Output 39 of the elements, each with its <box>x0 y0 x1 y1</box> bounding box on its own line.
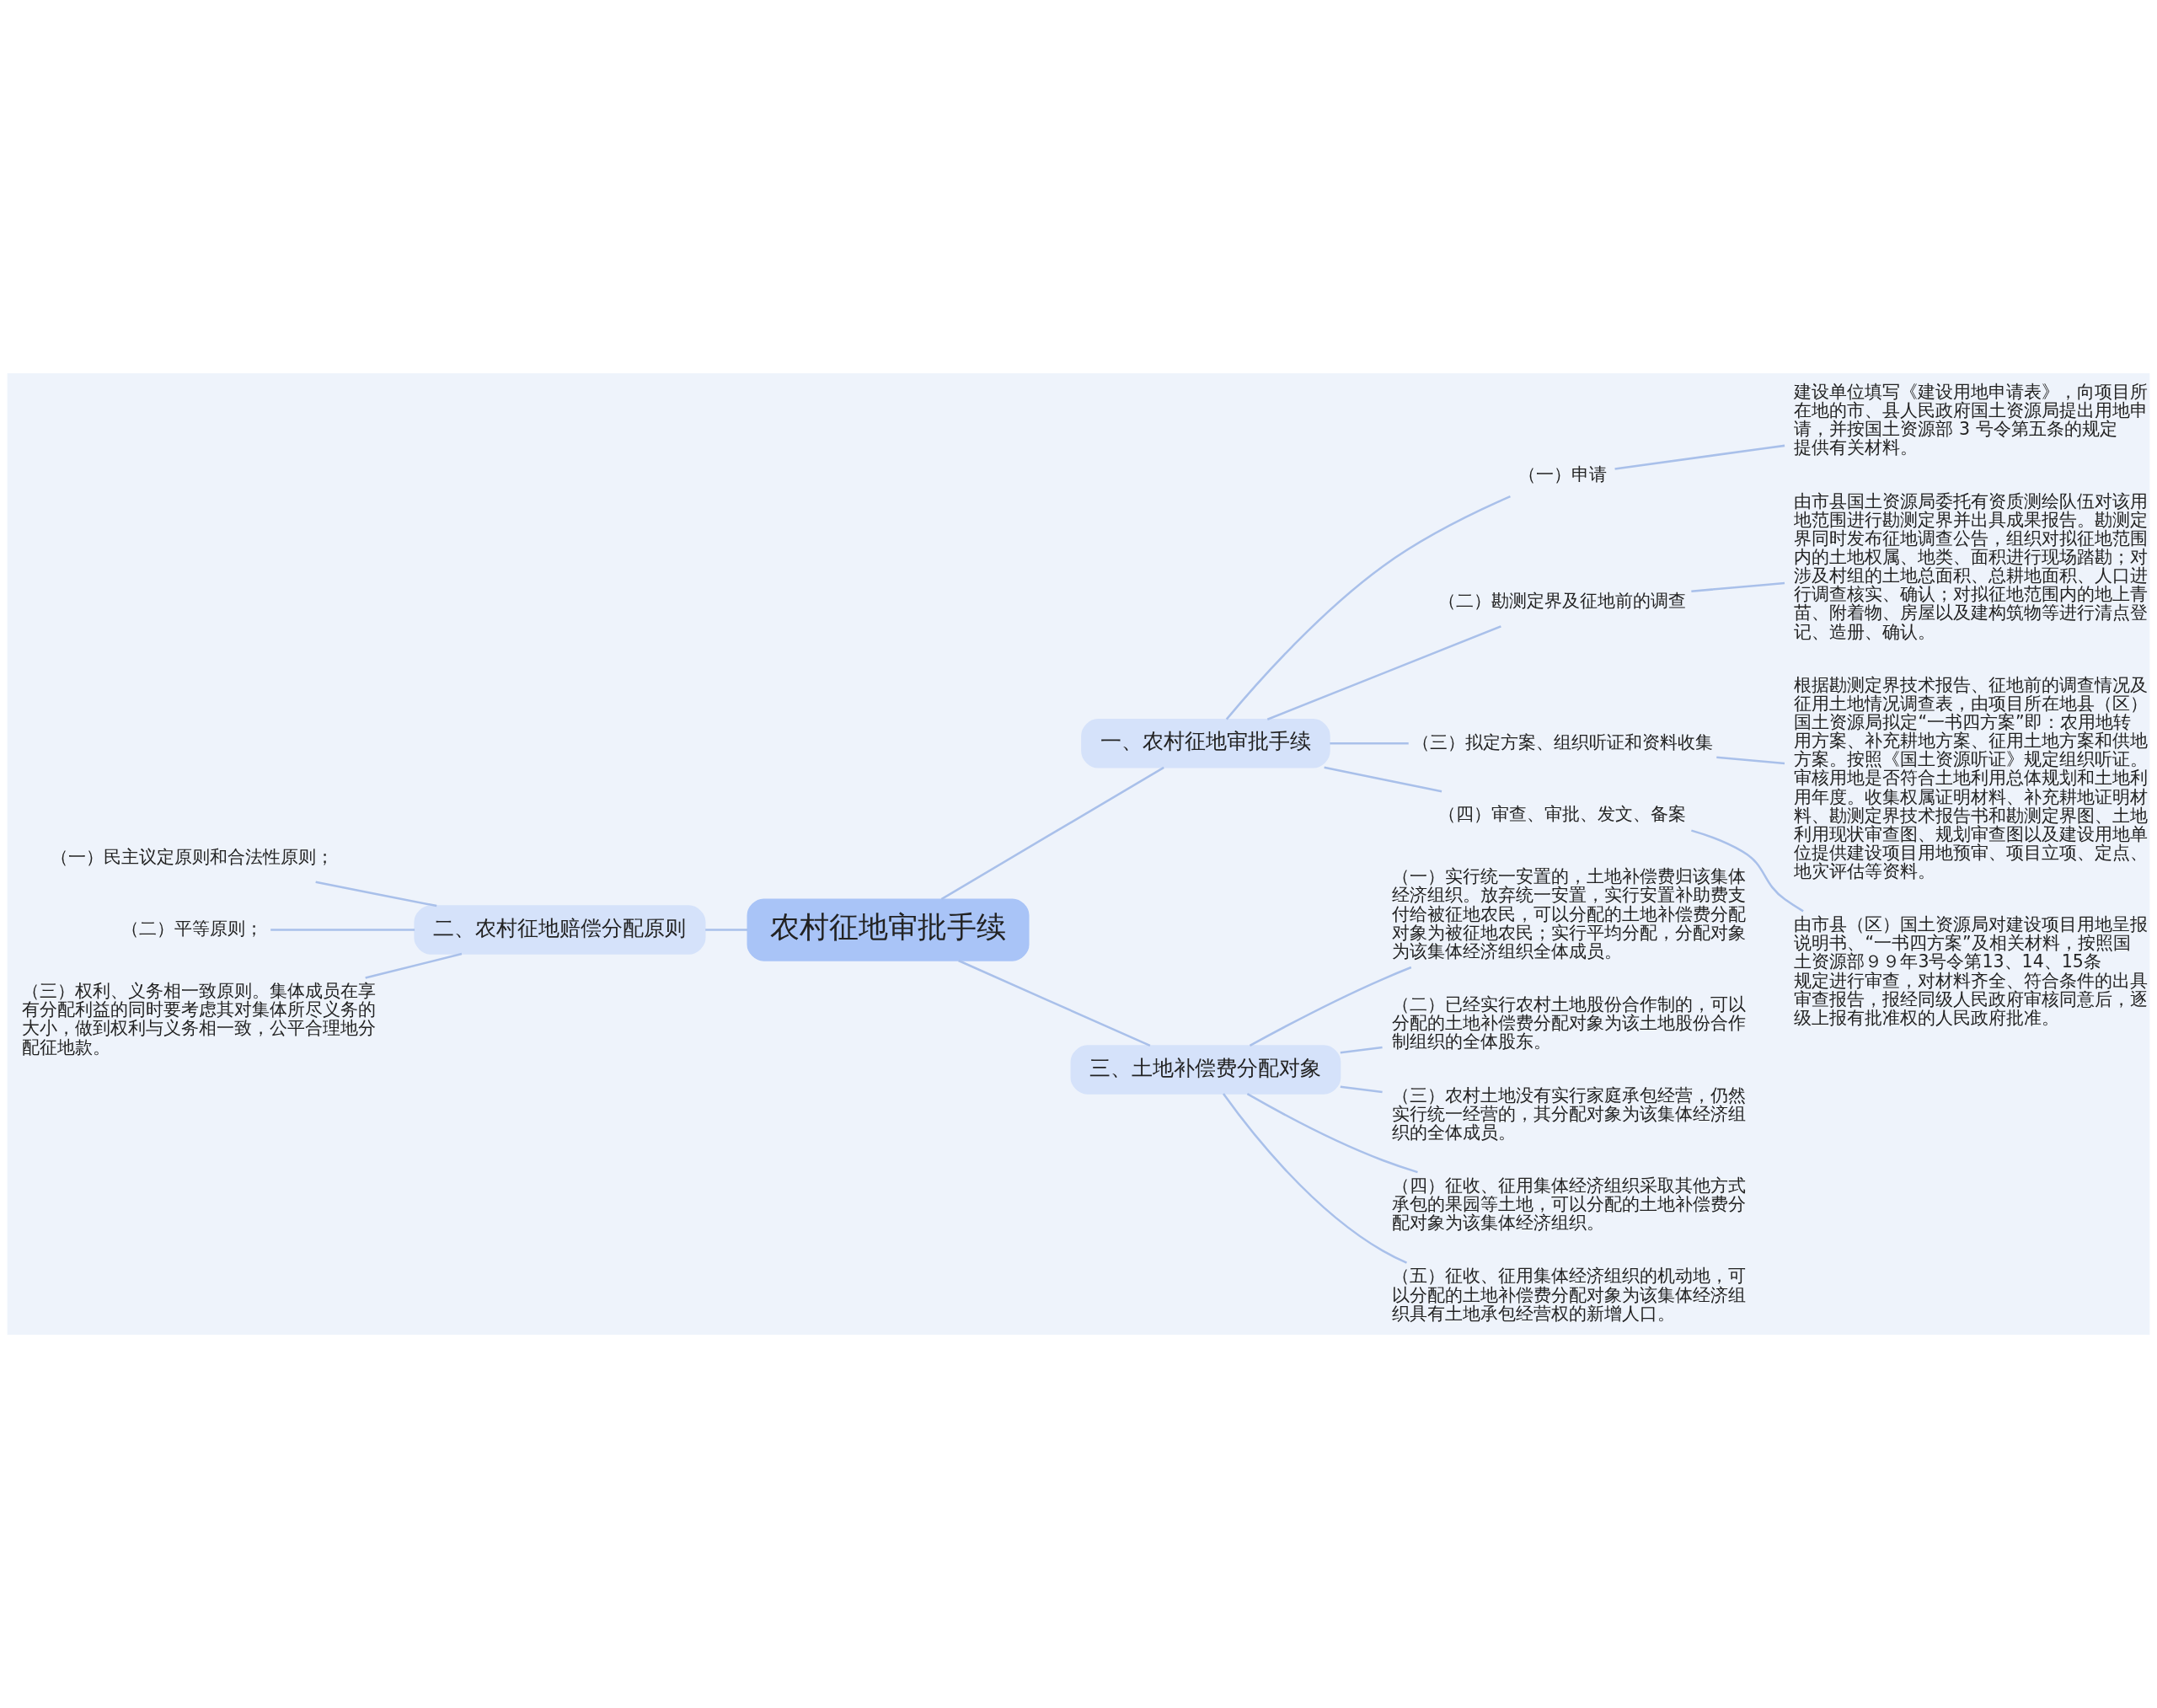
node-text: （四）审查、审批、发文、备案 <box>1438 804 1687 825</box>
connector <box>1222 1093 1407 1264</box>
connector <box>1225 495 1511 720</box>
node-text: （一）民主议定原则和合法性原则； <box>51 846 335 867</box>
connector <box>1614 444 1785 470</box>
node-text: 由市县（区）国土资源局对建设项目用地呈报说明书、“一书四方案”及相关材料，按照国土资源部９９年3号令第13、14、15条规定进行审查，对材料齐全、符合条件的出具审查报告，报经同级人民政府审核同意后，逐级上报有批准权的人民政府批准。 <box>1794 914 2149 1028</box>
connector <box>705 929 747 931</box>
node-text: （三）拟定方案、组织听证和资料收集 <box>1411 731 1713 752</box>
connector <box>1324 766 1442 793</box>
node-box: 二、农村征地赔偿分配原则 <box>414 905 706 955</box>
connector <box>1266 625 1501 720</box>
connector <box>1246 1093 1418 1174</box>
connector <box>1716 756 1785 765</box>
node-box: 农村征地审批手续 <box>747 898 1030 961</box>
connector <box>1330 742 1409 745</box>
connector <box>1691 829 1804 913</box>
node-box: 三、土地补偿费分配对象 <box>1070 1045 1341 1095</box>
node-text: （一）实行统一安置的，土地补偿费归该集体经济组织。放弃统一安置，实行安置补助费支付给被征地农民，可以分配的土地补偿费分配对象为被征地农民；实行平均分配，分配对象为该集体经济组织全体成员。 <box>1392 866 1747 961</box>
connector <box>958 959 1151 1047</box>
node-text: 根据勘测定界技术报告、征地前的调查情况及征用土地情况调查表，由项目所在地县（区）国土资源局拟定“一书四方案”即：农用地转用方案、补充耕地方案、征用土地方案和供地方案。按照《国土资源听证》规定组织听证。审核用地是否符合土地利用总体规划和土地利用年度。收集权属证明材料、补充耕地证明材料、勘测定界技术报告书和勘测定界图、土地利用现状审查图、规划审查图以及建设用地单位提供建设项目用地预审、项目立项、定点、地灾评估等资料。 <box>1794 674 2149 881</box>
node-text: （五）征收、征用集体经济组织的机动地，可以分配的土地补偿费分配对象为该集体经济组织具有土地承包经营权的新增人口。 <box>1392 1266 1747 1324</box>
connector <box>365 952 463 979</box>
node-text: （三）权利、义务相一致原则。集体成员在享有分配利益的同时要考虑其对集体所尽义务的大小，做到权利与义务相一致，公平合理地分配征地款。 <box>22 981 377 1057</box>
connector <box>315 881 437 908</box>
node-box: 一、农村征地审批手续 <box>1081 719 1330 768</box>
node-text: 由市县国土资源局委托有资质测绘队伍对该用地范围进行勘测定界并出具成果报告。勘测定界同时发布征地调查公告，组织对拟征地范围内的土地权属、地类、面积进行现场踏勘；对涉及村组的土地总面积、总耕地面积、人口进行调查核实、确认；对拟征地范围内的地上青苗、附着物、房屋以及建构筑物等进行清点登记、造册、确认。 <box>1794 490 2149 642</box>
connector <box>940 766 1164 901</box>
node-text: （二）已经实行农村土地股份合作制的，可以分配的土地补偿费分配对象为该土地股份合作制组织的全体股东。 <box>1392 994 1747 1052</box>
node-text: （二）平等原则； <box>121 918 264 939</box>
node-text: （一）申请 <box>1517 464 1607 485</box>
node-text: （二）勘测定界及征地前的调查 <box>1438 591 1687 612</box>
node-text: （四）征收、征用集体经济组织采取其他方式承包的果园等土地，可以分配的土地补偿费分配对象为该集体经济组织。 <box>1392 1175 1747 1234</box>
connector <box>1249 966 1412 1047</box>
node-text: 建设单位填写《建设用地申请表》，向项目所在地的市、县人民政府国土资源局提出用地申请，并按国土资源部 3 号令第五条的规定提供有关材料。 <box>1794 382 2149 458</box>
connector <box>1340 1085 1383 1094</box>
node-text: （三）农村土地没有实行家庭承包经营，仍然实行统一经营的，其分配对象为该集体经济组织的全体成员。 <box>1392 1084 1747 1143</box>
connector <box>1691 581 1785 592</box>
connector <box>1340 1046 1383 1054</box>
connector <box>270 929 415 931</box>
